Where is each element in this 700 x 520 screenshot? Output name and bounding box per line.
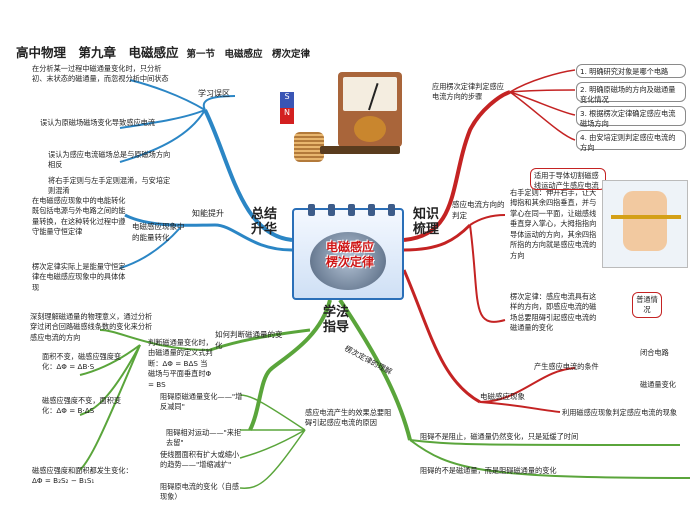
step-item: 1. 明确研究对象是哪个电路 [576, 64, 686, 78]
gear-icon [310, 232, 386, 290]
step-item: 2. 明确原磁场的方向及磁通量变化情况 [576, 82, 686, 104]
phenomenon-label: 电磁感应现象 [480, 392, 525, 401]
title-main: 高中物理 第九章 电磁感应 [16, 45, 179, 60]
magnet-icon: S N [280, 92, 294, 124]
study-mistake-item: 将右手定则与左手定则混淆，与安培定则混淆 [48, 176, 171, 196]
condition-b: 磁通量变化 [640, 380, 676, 389]
study-mistakes-label: 学习误区 [198, 89, 230, 98]
study-mistake-item: 在分析某一过程中磁通量变化时，只分析初、末状态的磁通量，而忽视分析中间状态 [32, 64, 169, 84]
branch-knowledge: 知识梳理 [412, 207, 439, 237]
branch-summary: 总结升华 [250, 207, 277, 237]
lenz-note: 阻碍的不是磁通量，而是阻碍磁通量的变化 [420, 466, 557, 475]
branch-method: 学法指导 [322, 305, 349, 335]
step-item: 3. 根据楞次定律确定感应电流磁场方向 [576, 106, 686, 128]
judge-phenomenon: 利用磁感应现象判定感应电流的现象 [562, 408, 678, 417]
study-mistake-item: 误认为原磁场磁场变化导致感应电流 [40, 118, 156, 127]
coil-icon [294, 132, 324, 162]
method-intro: 深刻理解磁通量的物理意义，通过分析穿过闭合回路磁感线条数的变化来分析感应电流的方… [30, 312, 153, 342]
right-hand-note: 适用于导体切割磁感线运动产生感应电流 [530, 168, 606, 190]
condition-label: 产生感应电流的条件 [534, 362, 599, 371]
flux-case: 磁感应强度和面积都发生变化：ΔΦ = B₂S₂ − B₁S₁ [32, 466, 133, 486]
ability-label: 知能提升 [192, 209, 224, 218]
central-topic: 电磁感应楞次定律 [292, 204, 404, 300]
right-hand-rule: 右手定则：伸开右手，让大拇指和其余四指垂直，并与掌心在同一平面，让磁感线垂直穿入… [510, 188, 597, 260]
direction-judge-label: 感应电流方向的判定 [452, 200, 505, 220]
flux-change-label: 如何判断磁通量的变化 [215, 330, 283, 350]
lenz-rule: 阻碍原电流的变化（自感现象） [160, 482, 240, 502]
condition-a: 闭合电路 [640, 348, 669, 357]
title-sub: 第一节 电磁感应 楞次定律 [186, 49, 311, 60]
meter-icon [338, 72, 402, 147]
galvanometer-illustration: S N [280, 72, 410, 177]
lenz-rule: 使线圈面积有扩大或缩小的趋势——"增缩减扩" [160, 450, 240, 470]
flux-change-desc: 判断磁通量变化时，由磁通量的定义式判断：ΔΦ = BΔS 当磁场与平面垂直时Φ … [148, 338, 213, 389]
lenz-rule: 阻碍相对运动——"来拒去留" [166, 428, 242, 448]
central-title-line2: 楞次定律 [325, 255, 374, 269]
flux-case: 磁感应强度不变，面积变化：ΔΦ = B·ΔS [42, 396, 122, 416]
lenz-note: 阻碍不是阻止，磁通量仍然变化，只是延缓了时间 [420, 432, 579, 441]
lenz-rule: 阻碍原磁通量变化——"增反减同" [160, 392, 243, 412]
central-title-line1: 电磁感应 [325, 240, 374, 254]
ability-item: 楞次定律实际上是能量守恒定律在电磁感应现象中的具体体现 [32, 262, 126, 292]
energy-conversion-label: 电磁感应现象中的能量转化 [132, 222, 185, 242]
lenz-law: 楞次定律：感应电流具有这样的方向，即感应电流的磁场总要阻碍引起感应电流的磁通量的… [510, 292, 597, 333]
steps-label: 应用楞次定律判定感应电流方向的步骤 [432, 82, 504, 102]
right-hand-rule-icon [602, 180, 688, 268]
ability-item: 在电磁感应现象中的电能转化既包括电源与外电路之间的能量转换，在这种转化过程中遵守… [32, 196, 126, 237]
lenz-tag: 普通情况 [632, 292, 662, 318]
flux-case: 面积不变，磁感应强度变化：ΔΦ = ΔB·S [42, 352, 122, 372]
step-item: 4. 由安培定则判定感应电流的方向 [576, 130, 686, 152]
lenz-meaning-main: 感应电流产生的效果总要阻碍引起感应电流的原因 [305, 408, 392, 428]
study-mistake-item: 误认为感应电流磁场总是与原磁场方向相反 [48, 150, 171, 170]
page-title: 高中物理 第九章 电磁感应第一节 电磁感应 楞次定律 [16, 42, 310, 61]
